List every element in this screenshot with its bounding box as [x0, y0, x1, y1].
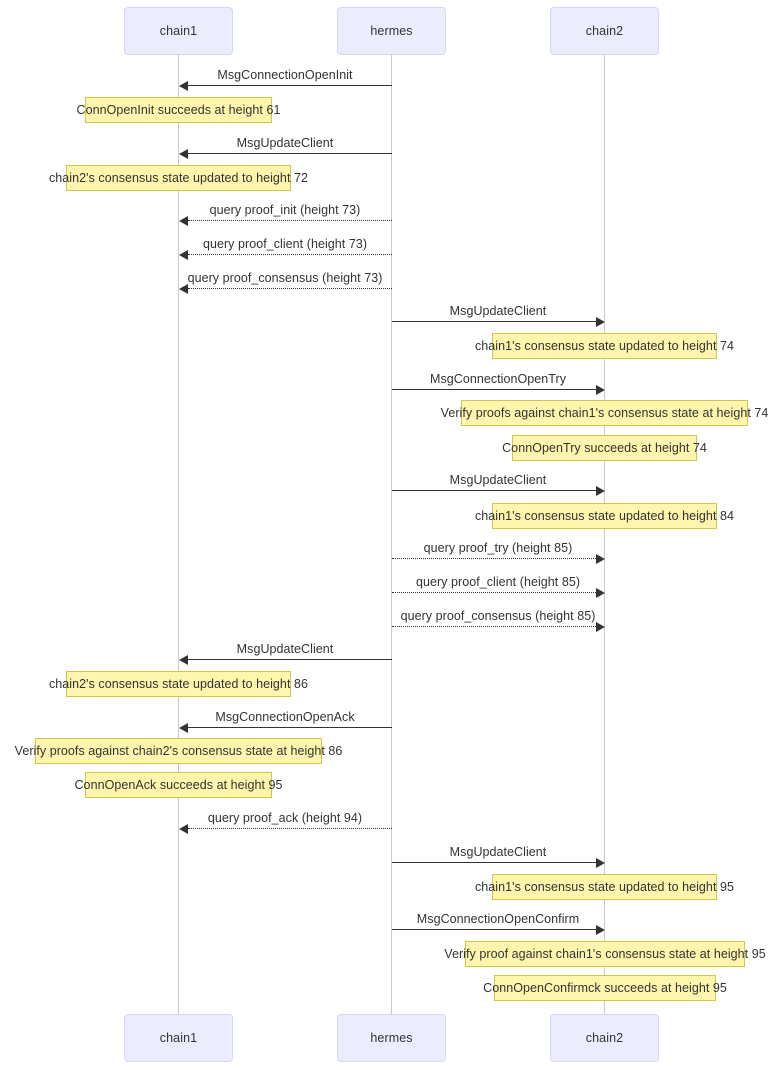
note-text-n7: chain2's consensus state updated to heig…	[49, 677, 308, 691]
note-n4: Verify proofs against chain1's consensus…	[441, 400, 768, 426]
message-label-m10: query proof_client (height 85)	[415, 575, 581, 589]
message-line-m3	[187, 220, 392, 221]
actor-label-chain1: chain1	[159, 1031, 198, 1045]
message-label-m3: query proof_init (height 73)	[209, 203, 361, 217]
note-text-n4: Verify proofs against chain1's consensus…	[440, 406, 769, 420]
message-line-m5	[187, 288, 392, 289]
message-label-m13: MsgConnectionOpenAck	[215, 710, 355, 724]
message-label-m16: MsgConnectionOpenConfirm	[416, 912, 580, 926]
arrowhead-right-m16	[595, 924, 605, 935]
note-text-n5: ConnOpenTry succeeds at height 74	[502, 441, 707, 455]
actor-label-chain2: chain2	[585, 1031, 624, 1045]
message-line-m10	[391, 592, 596, 593]
message-line-m4	[187, 254, 392, 255]
arrowhead-right-m7	[595, 384, 605, 395]
message-label-m8: MsgUpdateClient	[449, 473, 547, 487]
note-text-n9: ConnOpenAck succeeds at height 95	[74, 778, 283, 792]
message-label-m4: query proof_client (height 73)	[202, 237, 368, 251]
arrowhead-left-m5	[178, 283, 188, 294]
message-line-m8	[391, 490, 596, 491]
actor-box-chain1-top[interactable]: chain1	[124, 7, 233, 55]
message-label-m7: MsgConnectionOpenTry	[429, 372, 567, 386]
note-n2: chain2's consensus state updated to heig…	[49, 165, 308, 191]
actor-label-hermes: hermes	[370, 1031, 413, 1045]
note-n5: ConnOpenTry succeeds at height 74	[502, 435, 707, 461]
arrowhead-right-m15	[595, 857, 605, 868]
note-text-n6: chain1's consensus state updated to heig…	[475, 509, 734, 523]
note-text-n1: ConnOpenInit succeeds at height 61	[76, 103, 281, 117]
message-label-m9: query proof_try (height 85)	[423, 541, 573, 555]
message-label-m15: MsgUpdateClient	[449, 845, 547, 859]
message-line-m16	[391, 929, 596, 930]
message-label-m2: MsgUpdateClient	[236, 136, 334, 150]
arrowhead-left-m1	[178, 80, 188, 91]
note-n8: Verify proofs against chain2's consensus…	[15, 738, 342, 764]
message-line-m14	[187, 828, 392, 829]
message-line-m9	[391, 558, 596, 559]
message-line-m11	[391, 626, 596, 627]
message-label-m1: MsgConnectionOpenInit	[217, 68, 353, 82]
arrowhead-right-m10	[595, 587, 605, 598]
note-n6: chain1's consensus state updated to heig…	[475, 503, 734, 529]
arrowhead-left-m2	[178, 148, 188, 159]
arrowhead-left-m13	[178, 722, 188, 733]
actor-box-chain2-bottom[interactable]: chain2	[550, 1014, 659, 1062]
message-label-m6: MsgUpdateClient	[449, 304, 547, 318]
message-line-m6	[391, 321, 596, 322]
lifeline-hermes	[391, 55, 392, 1014]
actor-box-hermes-top[interactable]: hermes	[337, 7, 446, 55]
actor-label-hermes: hermes	[370, 24, 413, 38]
arrowhead-left-m4	[178, 249, 188, 260]
message-label-m5: query proof_consensus (height 73)	[187, 271, 383, 285]
note-text-n10: chain1's consensus state updated to heig…	[475, 880, 734, 894]
actor-label-chain1: chain1	[159, 24, 198, 38]
actor-box-hermes-bottom[interactable]: hermes	[337, 1014, 446, 1062]
note-n11: Verify proof against chain1's consensus …	[444, 941, 766, 967]
note-text-n8: Verify proofs against chain2's consensus…	[14, 744, 343, 758]
arrowhead-right-m6	[595, 316, 605, 327]
note-n9: ConnOpenAck succeeds at height 95	[74, 772, 282, 798]
actor-box-chain2-top[interactable]: chain2	[550, 7, 659, 55]
actor-label-chain2: chain2	[585, 24, 624, 38]
note-n10: chain1's consensus state updated to heig…	[475, 874, 734, 900]
message-line-m7	[391, 389, 596, 390]
arrowhead-right-m9	[595, 553, 605, 564]
arrowhead-right-m11	[595, 621, 605, 632]
arrowhead-left-m14	[178, 823, 188, 834]
actor-box-chain1-bottom[interactable]: chain1	[124, 1014, 233, 1062]
message-line-m13	[187, 727, 392, 728]
note-n7: chain2's consensus state updated to heig…	[49, 671, 308, 697]
note-text-n12: ConnOpenConfirmck succeeds at height 95	[483, 981, 727, 995]
message-label-m11: query proof_consensus (height 85)	[400, 609, 596, 623]
message-label-m12: MsgUpdateClient	[236, 642, 334, 656]
note-text-n3: chain1's consensus state updated to heig…	[475, 339, 734, 353]
message-line-m1	[187, 85, 392, 86]
note-n3: chain1's consensus state updated to heig…	[475, 333, 734, 359]
note-text-n11: Verify proof against chain1's consensus …	[444, 947, 766, 961]
message-line-m2	[187, 153, 392, 154]
note-text-n2: chain2's consensus state updated to heig…	[49, 171, 308, 185]
note-n1: ConnOpenInit succeeds at height 61	[77, 97, 280, 123]
arrowhead-right-m8	[595, 485, 605, 496]
message-label-m14: query proof_ack (height 94)	[207, 811, 363, 825]
lifeline-chain2	[604, 55, 605, 1014]
arrowhead-left-m3	[178, 215, 188, 226]
message-line-m15	[391, 862, 596, 863]
note-n12: ConnOpenConfirmck succeeds at height 95	[483, 975, 727, 1001]
arrowhead-left-m12	[178, 654, 188, 665]
message-line-m12	[187, 659, 392, 660]
lifeline-chain1	[178, 55, 179, 1014]
